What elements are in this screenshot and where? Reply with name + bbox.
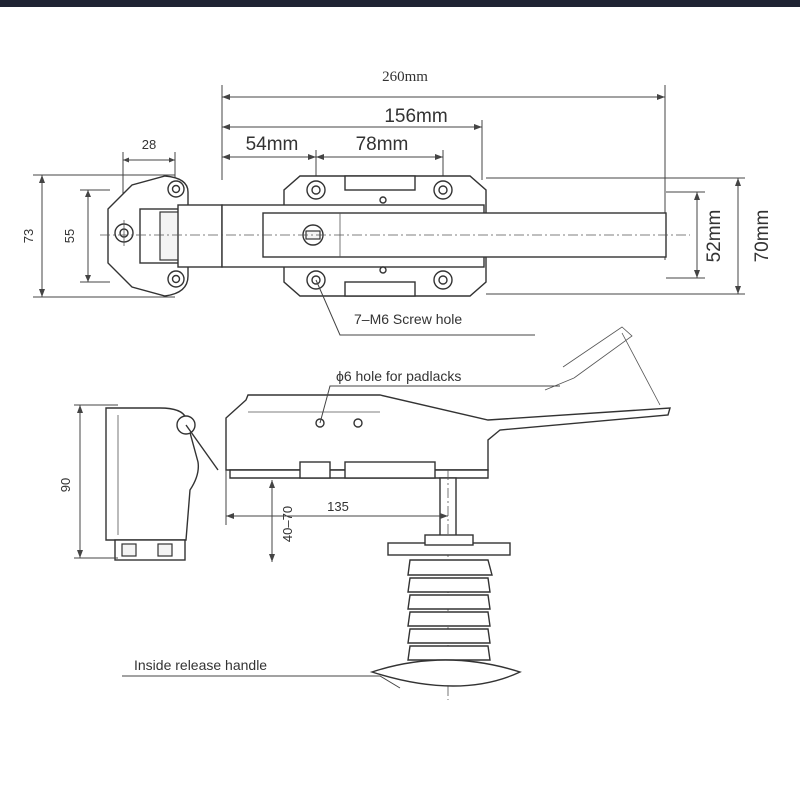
raised-handle bbox=[544, 326, 661, 406]
callout-padlock-hole: ϕ6 hole for padlacks bbox=[319, 368, 560, 424]
top-view: 260mm 156mm 54mm 78mm bbox=[21, 69, 773, 336]
dim-range-label: 40–70 bbox=[280, 506, 295, 542]
dim-offset: 54mm 78mm bbox=[222, 134, 444, 180]
keeper-bracket bbox=[107, 175, 223, 297]
latch-body-side bbox=[225, 394, 671, 479]
dim-mount-length-label: 156mm bbox=[384, 106, 447, 127]
dim-offset-label: 54mm bbox=[246, 134, 299, 155]
callout-screw-hole-label: 7–M6 Screw hole bbox=[354, 311, 462, 327]
dim-keeper-width-label: 28 bbox=[142, 137, 156, 152]
dim-keeper-height-inner-label: 55 bbox=[62, 229, 77, 243]
dim-handle-height-label: 52mm bbox=[704, 210, 725, 263]
side-view: ϕ6 hole for padlacks 90 40–70 bbox=[58, 326, 671, 700]
dim-range: 40–70 bbox=[269, 480, 295, 562]
dim-hole-spacing-label: 78mm bbox=[356, 134, 409, 155]
dim-overall-length-label: 260mm bbox=[382, 69, 428, 85]
dim-keeper-height-outer: 73 bbox=[21, 174, 175, 298]
callout-padlock-hole-label: ϕ6 hole for padlacks bbox=[336, 368, 461, 384]
dim-handle-height: 52mm bbox=[666, 191, 725, 279]
dim-side-height-label: 90 bbox=[58, 478, 73, 492]
dim-keeper-width: 28 bbox=[122, 137, 176, 195]
dim-keeper-height-outer-label: 73 bbox=[21, 229, 36, 243]
callout-screw-hole: 7–M6 Screw hole bbox=[315, 279, 535, 336]
top-bar bbox=[0, 0, 800, 7]
callout-release-handle-label: Inside release handle bbox=[134, 657, 267, 673]
dim-side-length: 135 bbox=[225, 470, 448, 525]
dim-side-length-label: 135 bbox=[327, 499, 349, 514]
dim-overall-height: 70mm bbox=[486, 177, 773, 295]
callout-release-handle: Inside release handle bbox=[122, 657, 401, 689]
dim-keeper-height-inner: 55 bbox=[62, 189, 110, 283]
dim-mount-length: 156mm bbox=[222, 106, 483, 180]
keeper-side-profile bbox=[105, 407, 219, 561]
release-plunger bbox=[369, 470, 522, 700]
dim-side-height: 90 bbox=[58, 404, 118, 559]
dim-overall-height-label: 70mm bbox=[752, 210, 773, 263]
